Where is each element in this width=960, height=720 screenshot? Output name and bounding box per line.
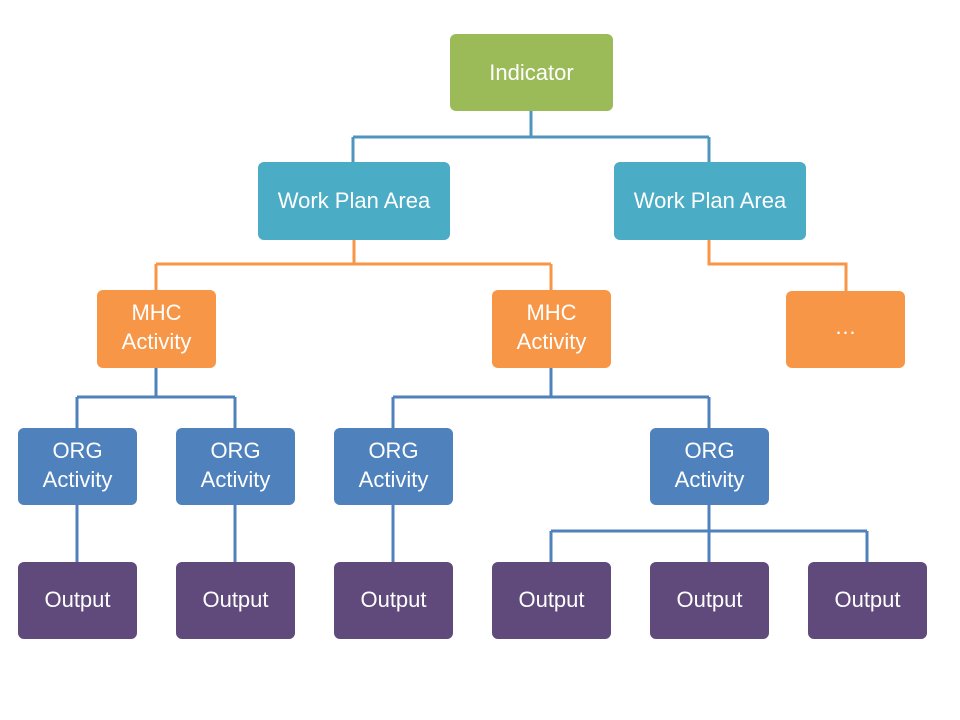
node-org-activity-4: ORG Activity <box>650 428 769 505</box>
node-org-activity-2-line2: Activity <box>201 467 271 492</box>
node-mhc-activity-2-line1: MHC <box>526 300 576 325</box>
node-mhc-activity-1-line1: MHC <box>131 300 181 325</box>
node-org-activity-4-line1: ORG <box>684 438 734 463</box>
node-indicator-label: Indicator <box>489 60 573 85</box>
node-org-activity-1-line2: Activity <box>43 467 113 492</box>
connector-mhc2-to-org <box>391 368 711 428</box>
node-output-2: Output <box>176 562 295 639</box>
node-org-activity-3: ORG Activity <box>334 428 453 505</box>
node-output-1: Output <box>18 562 137 639</box>
node-output-5-label: Output <box>676 587 742 612</box>
node-output-6: Output <box>808 562 927 639</box>
node-indicator: Indicator <box>450 34 613 111</box>
node-work-plan-area-2: Work Plan Area <box>614 162 806 240</box>
node-work-plan-area-1-label: Work Plan Area <box>278 188 431 213</box>
node-output-4-label: Output <box>518 587 584 612</box>
node-mhc-activity-1-line2: Activity <box>122 329 192 354</box>
connector-indicator-to-wpa <box>351 111 711 163</box>
node-output-4: Output <box>492 562 611 639</box>
node-ellipsis: … <box>786 291 905 368</box>
node-output-3-label: Output <box>360 587 426 612</box>
node-org-activity-1-line1: ORG <box>52 438 102 463</box>
connector-org4-to-outputs <box>549 505 869 562</box>
node-org-activity-1: ORG Activity <box>18 428 137 505</box>
node-work-plan-area-1: Work Plan Area <box>258 162 450 240</box>
node-output-6-label: Output <box>834 587 900 612</box>
connectors <box>75 111 869 562</box>
node-mhc-activity-2: MHC Activity <box>492 290 611 368</box>
node-output-2-label: Output <box>202 587 268 612</box>
node-output-3: Output <box>334 562 453 639</box>
node-org-activity-3-line2: Activity <box>359 467 429 492</box>
node-mhc-activity-1: MHC Activity <box>97 290 216 368</box>
node-work-plan-area-2-label: Work Plan Area <box>634 188 787 213</box>
node-ellipsis-label: … <box>835 314 857 339</box>
node-mhc-activity-2-line2: Activity <box>517 329 587 354</box>
node-output-5: Output <box>650 562 769 639</box>
connector-wpa1-to-mhc <box>154 240 553 290</box>
node-org-activity-2: ORG Activity <box>176 428 295 505</box>
connector-mhc1-to-org <box>75 368 237 428</box>
node-output-1-label: Output <box>44 587 110 612</box>
connector-wpa2-to-ellipsis <box>707 240 848 291</box>
node-org-activity-4-line2: Activity <box>675 467 745 492</box>
node-org-activity-3-line1: ORG <box>368 438 418 463</box>
node-org-activity-2-line1: ORG <box>210 438 260 463</box>
